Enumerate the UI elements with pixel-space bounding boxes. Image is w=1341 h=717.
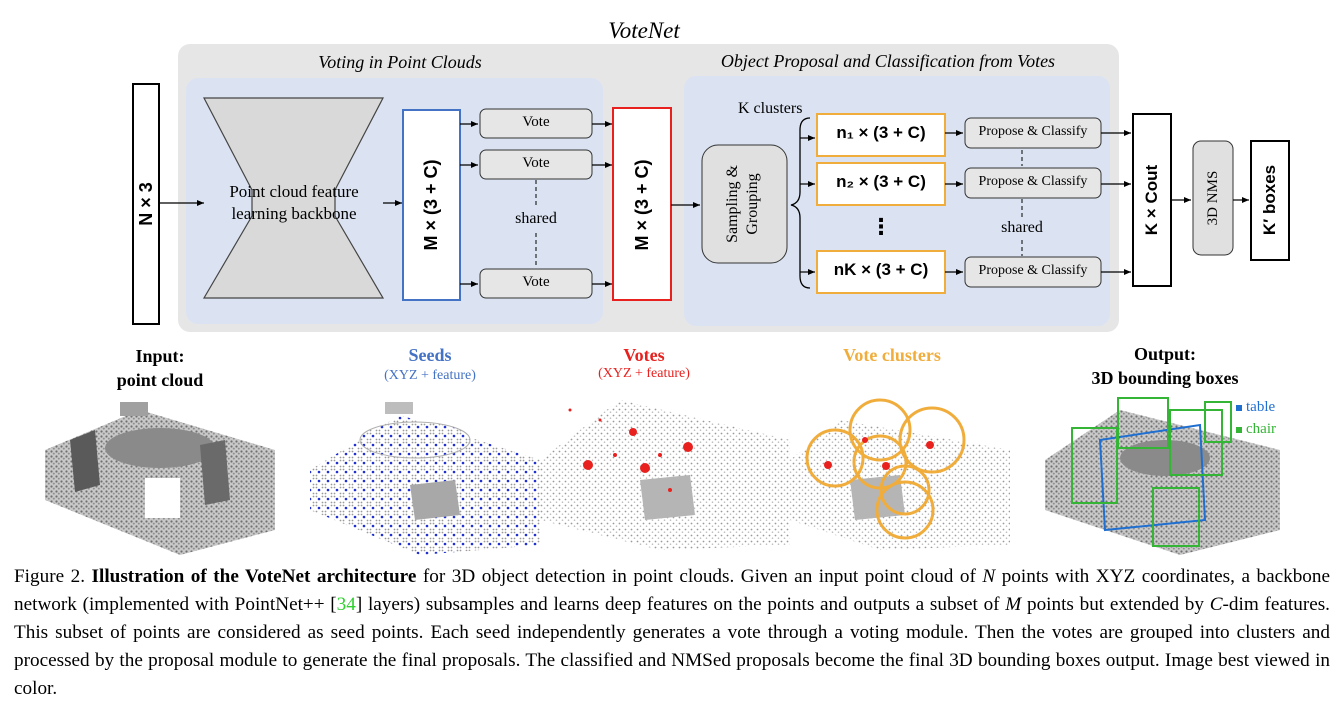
cluster-box-k: [816, 250, 946, 294]
propose-box-2: [964, 167, 1102, 199]
propose-label-3: Propose & Classify: [978, 263, 1088, 278]
cluster-box-1: [816, 113, 946, 157]
votenet-title: VoteNet: [608, 18, 680, 43]
diagram-graphics: [45, 44, 1290, 555]
nms-box: [1192, 140, 1234, 256]
votes-tensor-label: M × (3 + C): [632, 159, 652, 251]
output-title-line2: 3D bounding boxes: [1091, 368, 1239, 388]
input-tensor-box: [132, 83, 160, 325]
nms-label: 3D NMS: [1205, 170, 1221, 226]
legend-chair: chair: [1236, 421, 1276, 438]
caption-text-d: points but extended by: [1021, 594, 1210, 615]
seeds-point-cloud: [310, 402, 540, 555]
legend-chair-label: chair: [1246, 421, 1276, 437]
legend-table-swatch: [1236, 404, 1242, 411]
input-panel-title: Input: point cloud: [90, 344, 230, 392]
output-tensor-label: K × Cout: [1142, 164, 1161, 236]
sampling-label-line2: Grouping: [744, 173, 761, 235]
cluster-dots: ⋮: [870, 214, 892, 239]
seeds-tensor-label: M × (3 + C): [421, 159, 441, 251]
figure-label: Figure 2.: [14, 566, 86, 587]
backbone-label-line1: Point cloud feature: [229, 182, 359, 201]
caption-var-n: N: [982, 566, 996, 587]
votes-point-cloud: [540, 400, 790, 550]
output-tensor-box: [1132, 113, 1172, 287]
boxes-label: K′ boxes: [1260, 164, 1279, 236]
legend-table: table: [1236, 399, 1275, 416]
votes-panel-title: Votes: [623, 345, 665, 365]
input-point-cloud: [45, 402, 275, 555]
cluster-brace: [790, 117, 811, 289]
backbone-label: Point cloud feature learning backbone: [215, 181, 373, 225]
input-title-line1: Input:: [135, 346, 185, 366]
voting-section-title: Voting in Point Clouds: [318, 52, 482, 72]
seeds-tensor-box: [402, 109, 461, 301]
cluster-label-k: nK × (3 + C): [833, 260, 929, 279]
caption-text-a: for 3D object detection in point clouds.…: [416, 566, 983, 587]
votes-tensor-box: [612, 107, 672, 301]
output-point-cloud: [1045, 397, 1280, 555]
votes-panel-subtitle: (XYZ + feature): [598, 366, 690, 381]
caption-text-e: -dim features. This subset of points are…: [14, 594, 1330, 699]
vote-label-2: Vote: [522, 155, 550, 171]
input-tensor-label: N × 3: [136, 182, 156, 226]
k-clusters-label: K clusters: [738, 100, 803, 117]
seeds-panel-title: Seeds: [408, 345, 452, 365]
input-title-line2: point cloud: [116, 370, 204, 390]
propose-label-1: Propose & Classify: [978, 124, 1088, 139]
output-panel-title: Output: 3D bounding boxes: [1070, 342, 1260, 390]
seeds-panel-subtitle: (XYZ + feature): [384, 368, 476, 383]
architecture-diagram: VoteNet Voting in Point Clouds Object Pr…: [45, 18, 1290, 555]
citation-link[interactable]: 34: [336, 594, 356, 615]
vote-clusters-point-cloud: [790, 398, 1010, 550]
caption-text-c: ] layers) subsamples and learns deep fea…: [355, 594, 1006, 615]
backbone-shape: [202, 97, 385, 299]
shared-label-proposal: shared: [1001, 219, 1043, 236]
sampling-label-line1: Sampling &: [724, 165, 741, 243]
sampling-box: [701, 144, 788, 264]
shared-label-voting: shared: [496, 210, 576, 228]
legend-table-label: table: [1246, 399, 1276, 415]
legend-chair-swatch: [1236, 426, 1242, 433]
caption-text-b: points with XYZ coordinates, a backbone …: [14, 566, 1331, 615]
cluster-label-1: n₁ × (3 + C): [836, 123, 926, 142]
cluster-label-2: n₂ × (3 + C): [836, 172, 926, 191]
propose-label-2: Propose & Classify: [978, 174, 1088, 189]
proposal-section-title: Object Proposal and Classification from …: [720, 51, 1056, 71]
figure-caption: Figure 2. Illustration of the VoteNet ar…: [14, 563, 1330, 703]
vote-label-1: Vote: [522, 114, 550, 130]
backbone-label-line2: learning backbone: [231, 204, 357, 223]
boxes-tensor-box: [1250, 140, 1290, 261]
cluster-box-2: [816, 162, 946, 206]
sampling-label: Sampling & Grouping: [723, 154, 767, 254]
vote-label-3: Vote: [522, 274, 550, 290]
caption-title: Illustration of the VoteNet architecture: [91, 566, 417, 587]
caption-var-m: M: [1005, 594, 1022, 615]
output-title-line1: Output:: [1133, 344, 1196, 364]
clusters-panel-title: Vote clusters: [843, 345, 941, 365]
caption-var-c: C: [1209, 594, 1223, 615]
